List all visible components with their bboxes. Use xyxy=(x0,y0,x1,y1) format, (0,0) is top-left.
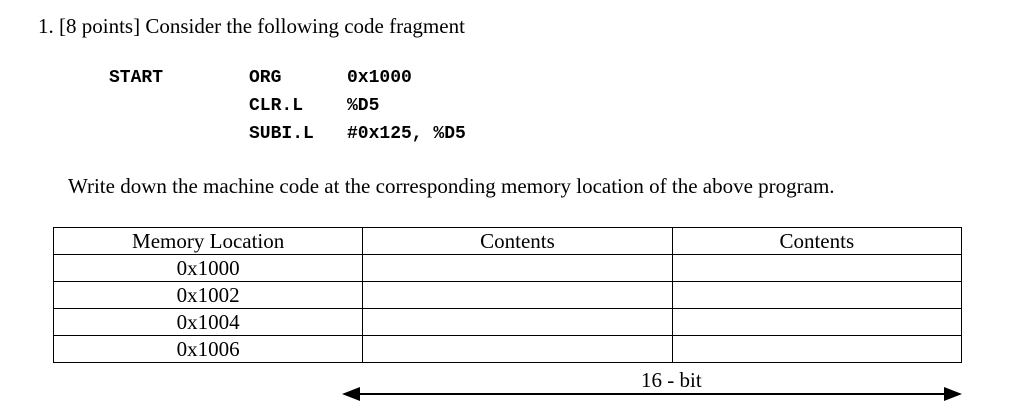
double-arrow-icon xyxy=(342,387,962,401)
cell-location: 0x1004 xyxy=(52,308,364,336)
cell-contents[interactable] xyxy=(362,335,673,363)
cell-contents[interactable] xyxy=(671,254,963,282)
code-label-start: START xyxy=(109,68,164,88)
cell-contents[interactable] xyxy=(671,281,963,309)
question-heading: 1. [8 points] Consider the following cod… xyxy=(38,14,465,38)
memory-table: Memory Location Contents Contents 0x1000… xyxy=(52,227,963,363)
table-row: 0x1002 xyxy=(52,281,963,309)
table-header-row: Memory Location Contents Contents xyxy=(52,227,963,255)
cell-location: 0x1002 xyxy=(52,281,364,309)
cell-contents[interactable] xyxy=(671,308,963,336)
cell-contents[interactable] xyxy=(362,281,673,309)
table-row: 0x1000 xyxy=(52,254,963,282)
header-contents-2: Contents xyxy=(671,227,963,255)
bit-width-label: 16 - bit xyxy=(641,368,702,392)
code-args-subi: #0x125, %D5 xyxy=(347,124,466,144)
table-row: 0x1006 xyxy=(52,335,963,363)
header-contents-1: Contents xyxy=(362,227,673,255)
cell-contents[interactable] xyxy=(671,335,963,363)
code-op-clr: CLR.L xyxy=(249,96,304,116)
instruction-text: Write down the machine code at the corre… xyxy=(68,174,835,198)
table-row: 0x1004 xyxy=(52,308,963,336)
code-args-org: 0x1000 xyxy=(347,68,412,88)
code-op-subi: SUBI.L xyxy=(249,124,314,144)
cell-location: 0x1000 xyxy=(52,254,364,282)
cell-contents[interactable] xyxy=(362,254,673,282)
header-memory-location: Memory Location xyxy=(52,227,364,255)
code-args-clr: %D5 xyxy=(347,96,380,116)
cell-contents[interactable] xyxy=(362,308,673,336)
code-op-org: ORG xyxy=(249,68,282,88)
cell-location: 0x1006 xyxy=(52,335,364,363)
